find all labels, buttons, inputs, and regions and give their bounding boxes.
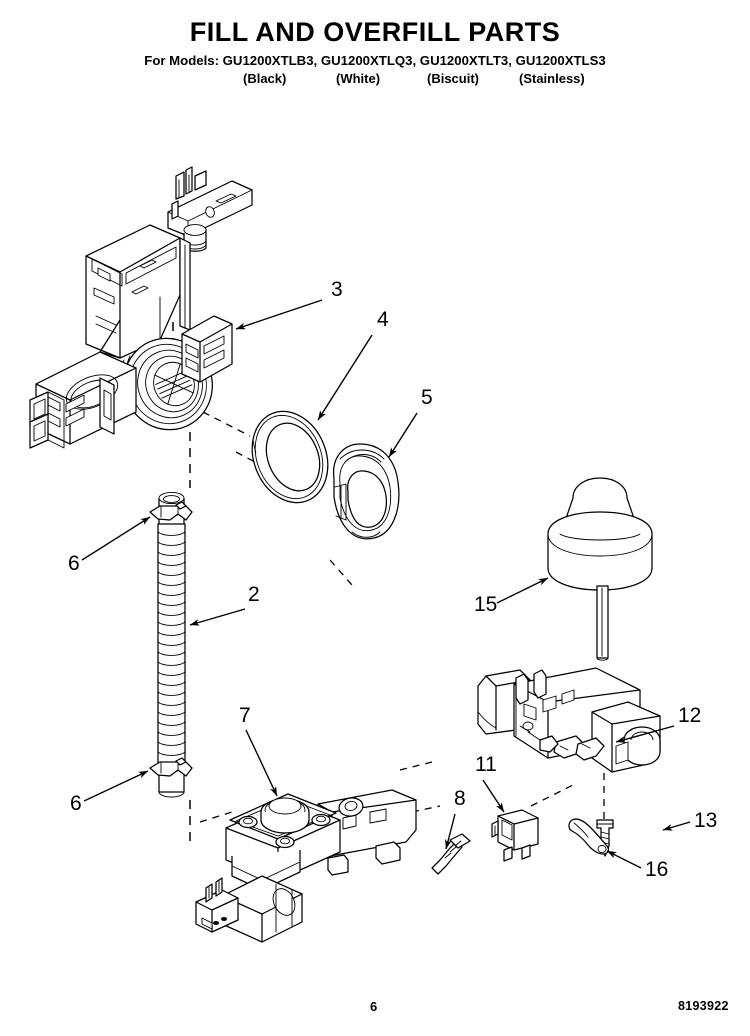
part-5-vent-seal-nut xyxy=(333,443,400,540)
page-number: 6 xyxy=(370,999,378,1014)
callout-label-6-upper: 6 xyxy=(68,552,80,575)
part-6-hose-clamp-upper xyxy=(149,501,193,521)
part-6-hose-clamp-lower xyxy=(149,757,193,777)
part-16-float-switch-lever xyxy=(568,818,609,855)
solenoid-coil xyxy=(195,875,303,943)
hose-corrugations xyxy=(157,523,186,773)
callout-label-15: 15 xyxy=(474,593,497,616)
color-label-white: (White) xyxy=(336,70,381,86)
leader-12 xyxy=(615,725,675,743)
leader-5 xyxy=(388,412,418,458)
part-4-vent-gasket-ring xyxy=(251,410,329,504)
page-title: FILL AND OVERFILL PARTS xyxy=(189,17,561,47)
leader-6-upper xyxy=(81,516,151,561)
document-part-number: 8193922 xyxy=(678,999,729,1013)
page-footer: 6 8193922 xyxy=(0,999,750,1023)
leader-7 xyxy=(245,729,278,797)
callout-label-16: 16 xyxy=(645,858,668,881)
callout-label-13: 13 xyxy=(694,809,717,832)
callout-labels: 3 4 5 6 2 6 7 8 15 11 12 13 16 xyxy=(68,278,717,881)
callout-label-12: 12 xyxy=(678,704,701,727)
leader-2 xyxy=(189,608,246,626)
leader-6-lower xyxy=(83,770,149,802)
leader-13 xyxy=(662,821,691,831)
callout-label-2: 2 xyxy=(248,583,260,606)
part-3-vent-and-fill-funnel-assembly xyxy=(29,166,253,449)
leader-15 xyxy=(496,577,549,604)
page-header: FILL AND OVERFILL PARTS For Models: GU12… xyxy=(0,0,750,89)
callout-label-7: 7 xyxy=(239,704,251,727)
color-variant-row: (Black) (White) (Biscuit) (Stainless) xyxy=(0,71,750,89)
callout-label-3: 3 xyxy=(331,278,343,301)
callout-label-5: 5 xyxy=(421,386,433,409)
part-8-valve-mounting-screw xyxy=(431,833,471,875)
leader-3 xyxy=(235,299,323,330)
part-2-overfill-hose xyxy=(157,491,186,798)
alignment-axis-lines xyxy=(172,322,605,846)
model-list: For Models: GU1200XTLB3, GU1200XTLQ3, GU… xyxy=(144,52,606,68)
callout-label-11: 11 xyxy=(475,753,497,776)
leader-4 xyxy=(317,334,373,421)
callout-leaders xyxy=(81,299,691,869)
part-12-float-switch-support-housing xyxy=(477,667,661,773)
callout-label-8: 8 xyxy=(454,787,466,810)
color-label-biscuit: (Biscuit) xyxy=(427,70,479,86)
part-15-overfill-float xyxy=(547,477,653,661)
leader-11 xyxy=(482,779,505,813)
leader-16 xyxy=(606,850,642,869)
callout-label-6-lower: 6 xyxy=(70,792,82,815)
color-label-stainless: (Stainless) xyxy=(519,70,585,86)
part-11-float-switch xyxy=(491,809,539,862)
leader-8 xyxy=(445,813,456,850)
part-7-water-inlet-valve xyxy=(195,789,417,943)
callout-label-4: 4 xyxy=(377,308,389,331)
color-label-black: (Black) xyxy=(243,70,287,86)
